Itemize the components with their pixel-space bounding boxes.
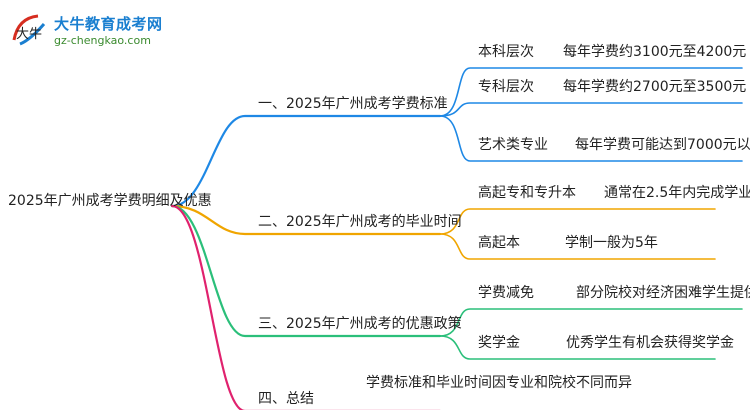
logo-mark-text: 大牛 — [16, 27, 42, 42]
branch-connector-1 — [170, 114, 442, 208]
child-connector-2-1 — [439, 208, 716, 235]
child-detail-1-3: 每年学费可能达到7000元以上 — [575, 137, 750, 153]
branch-connector-3 — [170, 204, 442, 338]
branch-label-4: 四、总结 — [258, 391, 314, 407]
branch-label-3: 三、2025年广州成考的优惠政策 — [258, 316, 462, 332]
branch-label-1: 一、2025年广州成考学费标准 — [258, 96, 448, 112]
logo-mark-icon: 大牛 — [12, 14, 46, 46]
child-detail-3-2: 优秀学生有机会获得奖学金 — [566, 335, 734, 351]
child-label-2-2: 高起本 — [478, 235, 520, 251]
child-label-3-2: 奖学金 — [478, 335, 520, 351]
child-label-1-3: 艺术类专业 — [478, 137, 548, 153]
branch-label-2: 二、2025年广州成考的毕业时间 — [258, 214, 462, 230]
site-logo: 大牛 大牛教育成考网 gz-chengkao.com — [8, 10, 208, 54]
child-label-1-2: 专科层次 — [478, 79, 534, 95]
child-label-2-1: 高起专和专升本 — [478, 185, 576, 201]
child-connector-3-1 — [439, 308, 743, 337]
child-detail-1-2: 每年学费约2700元至3500元 — [563, 79, 747, 95]
child-detail-3-1: 部分院校对经济困难学生提供减免 — [576, 285, 750, 301]
child-connector-1-2 — [439, 102, 743, 117]
child-detail-1-1: 每年学费约3100元至4200元 — [563, 44, 747, 60]
child-label-3-1: 学费减免 — [478, 285, 534, 301]
branch-connector-2 — [170, 204, 442, 236]
child-label-4-1: 学费标准和毕业时间因专业和院校不同而异 — [366, 375, 632, 391]
child-connector-1-3 — [439, 115, 743, 162]
child-connector-1-1 — [439, 67, 743, 117]
child-label-1-1: 本科层次 — [478, 44, 534, 60]
logo-title: 大牛教育成考网 — [54, 15, 163, 33]
branch-connector-4 — [170, 204, 441, 410]
child-connector-3-2 — [439, 335, 716, 360]
child-detail-2-1: 通常在2.5年内完成学业 — [604, 185, 750, 201]
child-connector-2-2 — [439, 233, 716, 260]
child-detail-2-2: 学制一般为5年 — [565, 235, 658, 251]
logo-url: gz-chengkao.com — [54, 34, 151, 47]
root-topic: 2025年广州成考学费明细及优惠 — [8, 193, 212, 209]
